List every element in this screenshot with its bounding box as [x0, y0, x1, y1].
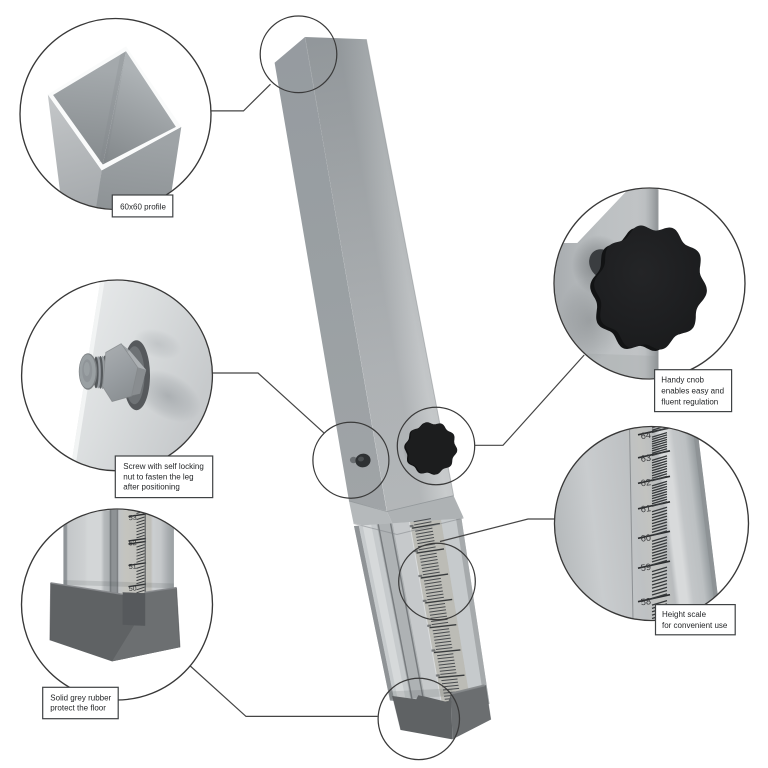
- svg-text:63: 63: [640, 453, 652, 464]
- svg-text:53: 53: [129, 515, 137, 523]
- svg-text:enables easy and: enables easy and: [661, 387, 724, 396]
- svg-text:51: 51: [129, 563, 137, 571]
- svg-text:Height scale: Height scale: [662, 610, 707, 619]
- svg-text:61: 61: [640, 503, 652, 514]
- svg-text:50: 50: [129, 585, 137, 593]
- svg-text:Screw with self locking: Screw with self locking: [123, 462, 203, 471]
- svg-text:fluent regulation: fluent regulation: [661, 398, 718, 407]
- svg-text:62: 62: [640, 477, 652, 488]
- svg-text:after positioning: after positioning: [123, 483, 179, 492]
- svg-text:59: 59: [640, 562, 652, 573]
- svg-text:Handy cnob: Handy cnob: [661, 376, 704, 385]
- svg-text:52: 52: [129, 540, 137, 548]
- svg-text:60x60 profile: 60x60 profile: [120, 202, 166, 211]
- svg-text:for convenient use: for convenient use: [662, 621, 728, 630]
- svg-text:58: 58: [640, 596, 652, 607]
- svg-text:Solid grey rubber: Solid grey rubber: [50, 694, 111, 703]
- svg-text:nut to fasten the leg: nut to fasten the leg: [123, 473, 193, 482]
- svg-text:64: 64: [640, 430, 652, 441]
- svg-text:60: 60: [640, 532, 652, 543]
- svg-text:protect the floor: protect the floor: [50, 703, 106, 712]
